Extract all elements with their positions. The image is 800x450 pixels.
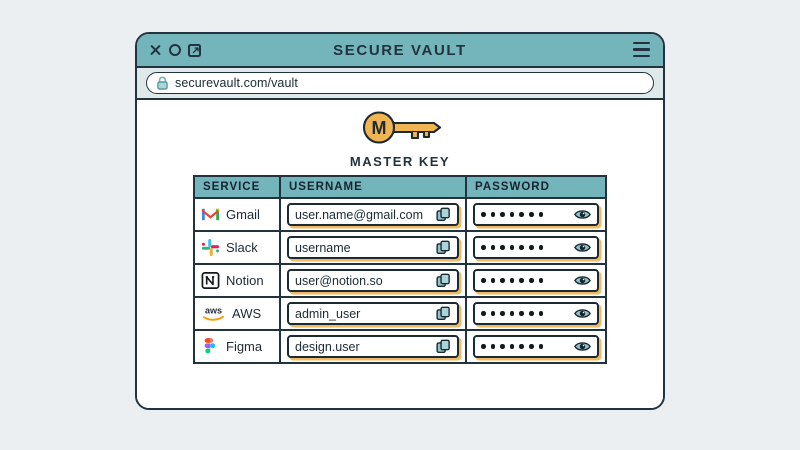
slack-logo: [201, 238, 220, 257]
address-bar[interactable]: securevault.com/vault: [146, 72, 654, 94]
service-cell: Notion: [193, 263, 281, 298]
lock-icon: [157, 76, 168, 90]
window-controls: [149, 43, 201, 57]
table-row: Notion user@notion.so: [193, 263, 607, 298]
username-cell: username: [279, 230, 467, 265]
minimize-icon[interactable]: [169, 44, 181, 56]
username-cell: user@notion.so: [279, 263, 467, 298]
password-field[interactable]: [473, 236, 599, 259]
url-text: securevault.com/vault: [175, 76, 298, 90]
username-cell: design.user: [279, 329, 467, 364]
master-key-block: M MASTER KEY: [137, 110, 663, 169]
table-row: aws AWS admin_user: [193, 296, 607, 331]
password-cell: [465, 329, 607, 364]
eye-icon[interactable]: [574, 208, 591, 221]
column-header-password: PASSWORD: [465, 175, 607, 199]
maximize-icon[interactable]: [188, 43, 201, 57]
password-masked-value: [481, 212, 574, 217]
service-cell: Figma: [193, 329, 281, 364]
service-cell: Gmail: [193, 197, 281, 232]
password-cell: [465, 230, 607, 265]
master-key-monogram: M: [372, 118, 387, 138]
username-value: username: [295, 240, 351, 255]
password-masked-value: [481, 344, 574, 349]
page-title: SECURE VAULT: [333, 41, 467, 59]
password-masked-value: [481, 311, 574, 316]
window-titlebar: SECURE VAULT: [137, 34, 663, 68]
page-content: M MASTER KEY SERVICE USERNAME PASSWORD: [137, 100, 663, 408]
password-masked-value: [481, 245, 574, 250]
username-field[interactable]: design.user: [287, 335, 459, 358]
table-header-row: SERVICE USERNAME PASSWORD: [193, 175, 607, 199]
password-field[interactable]: [473, 269, 599, 292]
copy-icon[interactable]: [436, 273, 451, 288]
username-value: admin_user: [295, 306, 361, 321]
password-field[interactable]: [473, 302, 599, 325]
table-row: Gmail user.name@gmail.com: [193, 197, 607, 232]
eye-icon[interactable]: [574, 274, 591, 287]
service-name: Gmail: [226, 207, 260, 222]
copy-icon[interactable]: [436, 240, 451, 255]
aws-logo: aws: [201, 304, 226, 323]
password-field[interactable]: [473, 203, 599, 226]
hamburger-menu-icon[interactable]: [633, 42, 650, 57]
service-cell: Slack: [193, 230, 281, 265]
username-field[interactable]: username: [287, 236, 459, 259]
password-cell: [465, 263, 607, 298]
table-body: Gmail user.name@gmail.com: [193, 197, 607, 364]
username-cell: user.name@gmail.com: [279, 197, 467, 232]
column-header-username: USERNAME: [279, 175, 467, 199]
password-cell: [465, 197, 607, 232]
eye-icon[interactable]: [574, 307, 591, 320]
copy-icon[interactable]: [436, 306, 451, 321]
username-field[interactable]: admin_user: [287, 302, 459, 325]
service-name: Notion: [226, 273, 264, 288]
copy-icon[interactable]: [436, 207, 451, 222]
column-header-service: SERVICE: [193, 175, 281, 199]
svg-text:aws: aws: [205, 306, 222, 316]
service-name: Figma: [226, 339, 263, 354]
table-row: Slack username: [193, 230, 607, 265]
eye-icon[interactable]: [574, 241, 591, 254]
service-cell: aws AWS: [193, 296, 281, 331]
service-name: Slack: [226, 240, 258, 255]
password-masked-value: [481, 278, 574, 283]
notion-logo: [201, 271, 220, 290]
password-field[interactable]: [473, 335, 599, 358]
password-cell: [465, 296, 607, 331]
username-value: user.name@gmail.com: [295, 207, 424, 222]
browser-window: SECURE VAULT securevault.com/vault: [135, 32, 665, 410]
gmail-logo: [201, 205, 220, 224]
master-key-label: MASTER KEY: [349, 154, 451, 169]
username-value: design.user: [295, 339, 360, 354]
figma-logo: [201, 337, 220, 356]
username-cell: admin_user: [279, 296, 467, 331]
browser-toolbar: securevault.com/vault: [137, 68, 663, 100]
credentials-table: SERVICE USERNAME PASSWORD Gmail user.nam…: [193, 175, 607, 364]
username-field[interactable]: user@notion.so: [287, 269, 459, 292]
service-name: AWS: [232, 306, 262, 321]
copy-icon[interactable]: [436, 339, 451, 354]
eye-icon[interactable]: [574, 340, 591, 353]
table-row: Figma design.user: [193, 329, 607, 364]
username-value: user@notion.so: [295, 273, 383, 288]
username-field[interactable]: user.name@gmail.com: [287, 203, 459, 226]
key-icon: M: [362, 111, 442, 144]
